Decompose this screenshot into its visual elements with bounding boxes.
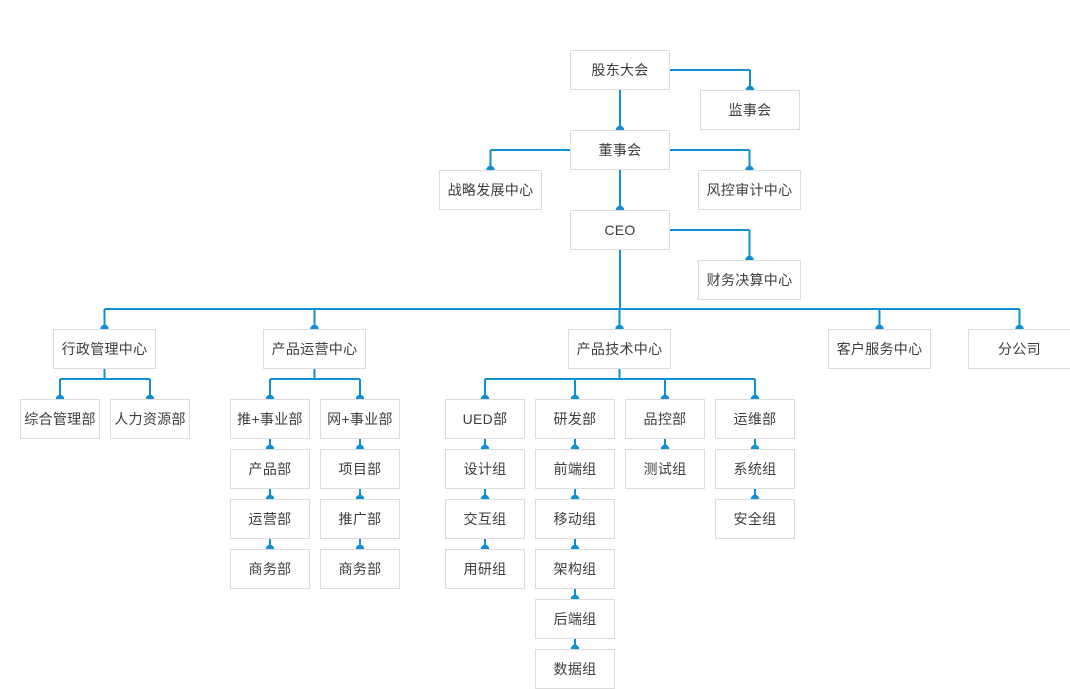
org-node-general-admin[interactable]: 综合管理部 <box>20 399 100 439</box>
org-node-label: 客户服务中心 <box>836 341 923 357</box>
org-node-interaction-group[interactable]: 交互组 <box>445 499 525 539</box>
org-node-label: 安全组 <box>733 511 777 527</box>
org-node-label: 研发部 <box>553 411 597 427</box>
org-node-board[interactable]: 董事会 <box>570 130 670 170</box>
org-node-architecture-group[interactable]: 架构组 <box>535 549 615 589</box>
org-node-label: 项目部 <box>338 461 382 477</box>
org-node-label: 前端组 <box>553 461 597 477</box>
org-node-tui-bu[interactable]: 推+事业部 <box>230 399 310 439</box>
org-node-ued[interactable]: UED部 <box>445 399 525 439</box>
org-node-branch[interactable]: 分公司 <box>968 329 1070 369</box>
org-node-label: 商务部 <box>248 561 292 577</box>
org-node-label: 用研组 <box>463 561 507 577</box>
org-node-label: 监事会 <box>728 102 772 118</box>
org-node-mobile-group[interactable]: 移动组 <box>535 499 615 539</box>
org-node-ceo[interactable]: CEO <box>570 210 670 250</box>
org-node-label: 战略发展中心 <box>447 182 534 198</box>
org-node-label: 后端组 <box>553 611 597 627</box>
org-node-hr[interactable]: 人力资源部 <box>110 399 190 439</box>
org-node-ops-dept[interactable]: 运营部 <box>230 499 310 539</box>
org-node-admin-center[interactable]: 行政管理中心 <box>53 329 156 369</box>
org-node-label: CEO <box>604 222 636 238</box>
org-node-user-research-group[interactable]: 用研组 <box>445 549 525 589</box>
org-node-label: 行政管理中心 <box>61 341 148 357</box>
org-node-label: 综合管理部 <box>24 411 96 427</box>
org-node-label: 风控审计中心 <box>706 182 793 198</box>
org-node-system-group[interactable]: 系统组 <box>715 449 795 489</box>
org-node-wang-bu[interactable]: 网+事业部 <box>320 399 400 439</box>
org-node-label: 数据组 <box>553 661 597 677</box>
org-node-label: 架构组 <box>553 561 597 577</box>
org-node-risk-audit[interactable]: 风控审计中心 <box>698 170 801 210</box>
org-node-label: 品控部 <box>643 411 687 427</box>
org-node-strategy[interactable]: 战略发展中心 <box>439 170 542 210</box>
org-node-label: 运维部 <box>733 411 777 427</box>
org-node-backend-group[interactable]: 后端组 <box>535 599 615 639</box>
org-node-label: 产品技术中心 <box>576 341 663 357</box>
org-node-label: 移动组 <box>553 511 597 527</box>
org-node-ops[interactable]: 运维部 <box>715 399 795 439</box>
org-node-promo-dept[interactable]: 推广部 <box>320 499 400 539</box>
org-node-product-ops-center[interactable]: 产品运营中心 <box>263 329 366 369</box>
org-node-label: 财务决算中心 <box>706 272 793 288</box>
org-node-label: 网+事业部 <box>327 411 393 427</box>
org-node-label: 产品部 <box>248 461 292 477</box>
org-node-supervisors[interactable]: 监事会 <box>700 90 800 130</box>
org-node-rd[interactable]: 研发部 <box>535 399 615 439</box>
org-node-frontend-group[interactable]: 前端组 <box>535 449 615 489</box>
org-node-data-group[interactable]: 数据组 <box>535 649 615 689</box>
org-node-label: 董事会 <box>598 142 642 158</box>
org-node-shareholders[interactable]: 股东大会 <box>570 50 670 90</box>
org-node-test-group[interactable]: 测试组 <box>625 449 705 489</box>
org-node-label: 推广部 <box>338 511 382 527</box>
org-node-label: 分公司 <box>998 341 1041 357</box>
org-node-biz-dept-2[interactable]: 商务部 <box>320 549 400 589</box>
org-node-qa[interactable]: 品控部 <box>625 399 705 439</box>
org-node-biz-dept-1[interactable]: 商务部 <box>230 549 310 589</box>
org-node-label: 测试组 <box>643 461 687 477</box>
org-node-label: 运营部 <box>248 511 292 527</box>
org-node-label: 商务部 <box>338 561 382 577</box>
org-node-label: UED部 <box>462 411 508 427</box>
org-node-product-dept[interactable]: 产品部 <box>230 449 310 489</box>
org-node-customer-service-center[interactable]: 客户服务中心 <box>828 329 931 369</box>
org-node-design-group[interactable]: 设计组 <box>445 449 525 489</box>
org-node-label: 人力资源部 <box>114 411 186 427</box>
org-node-label: 股东大会 <box>591 62 649 78</box>
org-node-product-tech-center[interactable]: 产品技术中心 <box>568 329 671 369</box>
org-node-project-dept[interactable]: 项目部 <box>320 449 400 489</box>
org-node-finance[interactable]: 财务决算中心 <box>698 260 801 300</box>
org-node-security-group[interactable]: 安全组 <box>715 499 795 539</box>
org-node-label: 设计组 <box>463 461 507 477</box>
org-node-label: 交互组 <box>463 511 507 527</box>
org-node-label: 系统组 <box>733 461 777 477</box>
org-node-label: 推+事业部 <box>237 411 303 427</box>
org-node-label: 产品运营中心 <box>271 341 358 357</box>
